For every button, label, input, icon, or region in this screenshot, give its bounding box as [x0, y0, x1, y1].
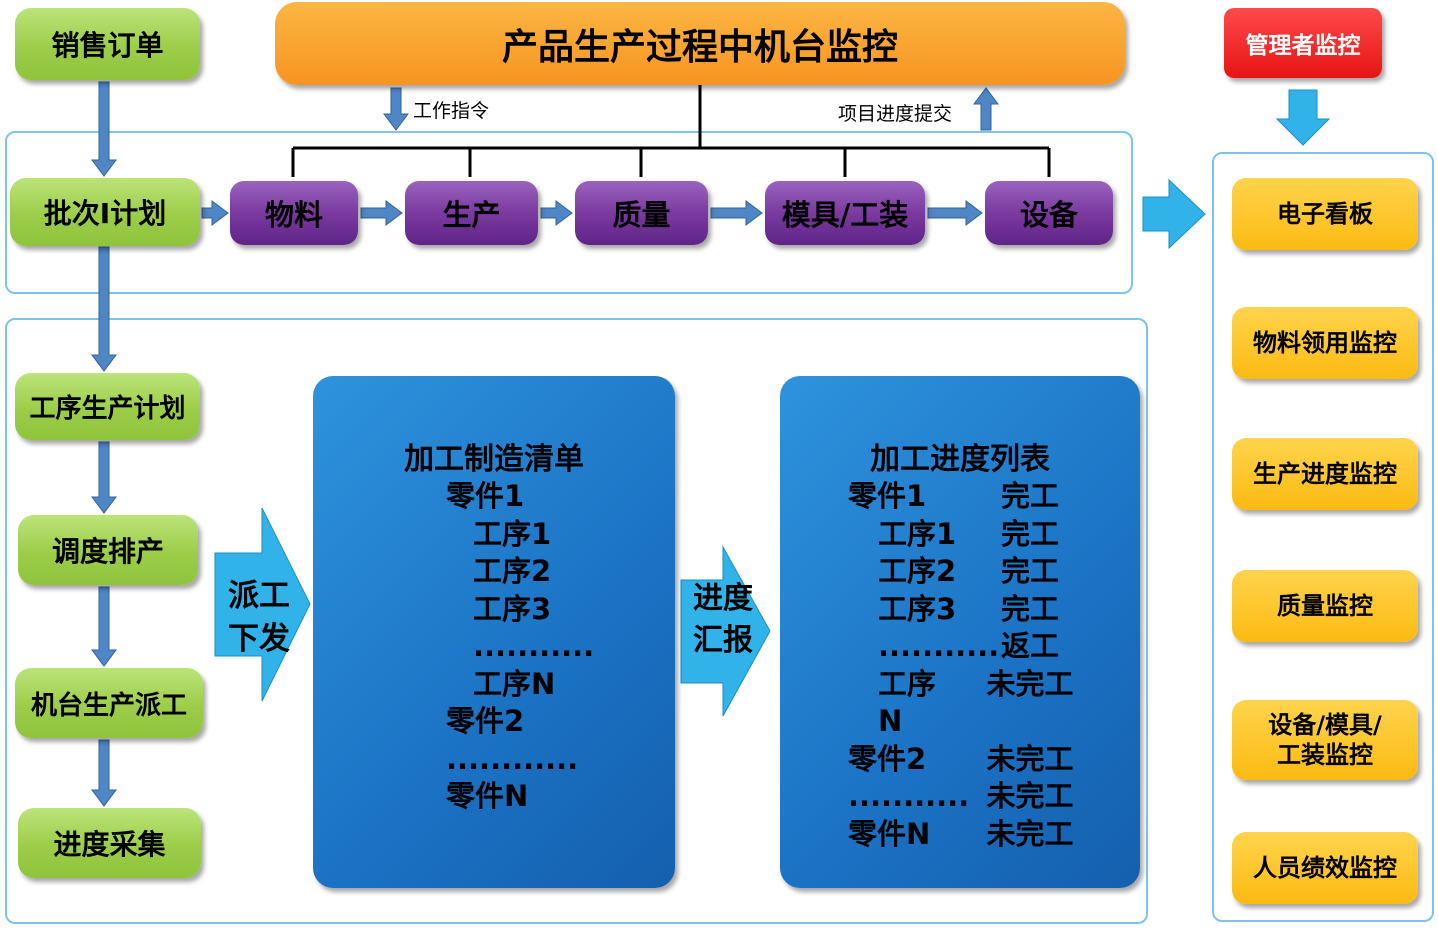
batch-plan-box: 批次I计划: [10, 178, 200, 246]
progress-part-name: 零件N: [848, 816, 931, 851]
progress-row: 零件1 完工: [780, 478, 1140, 516]
progress-part-name: 零件2: [848, 741, 927, 776]
progress-submit-label: 项目进度提交: [838, 103, 953, 125]
progress-status: 完工: [1000, 591, 1059, 626]
monitor-item-material: 物料领用监控: [1232, 307, 1418, 379]
quality-box: 质量: [575, 181, 708, 245]
mfg-item: 工序N: [473, 666, 556, 701]
arrow-batch-to-material: [201, 200, 229, 226]
monitor-panel-container: [1212, 152, 1434, 922]
arrow-mold-to-equipment: [927, 200, 983, 226]
mfg-item: 零件2: [446, 704, 525, 738]
big-arrow-manager-down: [1275, 89, 1331, 146]
big-arrow-dispatch-issue: [214, 507, 311, 702]
progress-status: 未完工: [986, 666, 1074, 701]
progress-row: 工序3 完工: [780, 591, 1140, 629]
progress-part-name: 工序N: [878, 666, 937, 739]
arrow-material-to-production: [360, 200, 403, 226]
tree-connector-line: [291, 85, 1051, 177]
main-title-box: 产品生产过程中机台监控: [275, 2, 1125, 85]
mfg-item: ...........: [473, 629, 595, 663]
manufacturing-list-box: 加工制造清单 零件1 工序1 工序2 工序3 ........... 工序N 零…: [313, 376, 675, 888]
mfg-item: 零件1: [446, 479, 525, 513]
work-instruction-label: 工作指令: [413, 100, 490, 122]
monitor-item-production-progress: 生产进度监控: [1232, 438, 1418, 510]
mfg-item: 工序1: [473, 516, 552, 551]
production-box: 生产: [405, 181, 538, 245]
big-arrow-to-monitor-panel: [1142, 178, 1206, 250]
progress-list-box: 加工进度列表 零件1 完工 工序1 完工 工序2 完工 工序3 完工 .....…: [780, 376, 1140, 888]
progress-part-name: 工序1: [878, 516, 957, 551]
sales-order-box: 销售订单: [15, 8, 200, 80]
mold-tooling-box: 模具/工装: [765, 181, 925, 245]
arrow-quality-to-mold: [710, 200, 763, 226]
manager-monitor-box: 管理者监控: [1224, 8, 1382, 78]
progress-status: 未完工: [986, 741, 1074, 776]
arrow-batch-to-process-plan: [91, 246, 117, 372]
machine-dispatch-box: 机台生产派工: [15, 668, 203, 738]
progress-status: 返工: [1000, 629, 1059, 663]
arrow-process-to-scheduling: [91, 441, 117, 514]
equipment-box: 设备: [985, 181, 1113, 245]
manufacturing-list-title: 加工制造清单: [404, 442, 584, 477]
progress-status: 完工: [1000, 554, 1059, 588]
progress-collect-box: 进度采集: [18, 808, 201, 878]
progress-row: 工序N 未完工: [780, 666, 1140, 741]
progress-status: 完工: [1000, 516, 1059, 551]
progress-status: 未完工: [986, 779, 1074, 813]
progress-report-arrow-label: 进度 汇报: [693, 581, 753, 658]
progress-row: 工序2 完工: [780, 553, 1140, 591]
progress-list-title: 加工进度列表: [870, 442, 1050, 477]
monitor-item-quality: 质量监控: [1232, 570, 1418, 642]
progress-row: ........... 未完工: [780, 778, 1140, 816]
progress-part-name: ...........: [848, 779, 970, 813]
monitor-item-kanban: 电子看板: [1232, 178, 1418, 250]
progress-row: 零件2 未完工: [780, 741, 1140, 779]
arrow-progress-submit-up: [973, 87, 999, 131]
mfg-item: ............: [446, 741, 579, 776]
monitor-item-performance: 人员绩效监控: [1232, 832, 1418, 904]
material-box: 物料: [230, 181, 358, 245]
arrow-sales-to-batch: [91, 81, 117, 177]
progress-part-name: 零件1: [848, 479, 927, 513]
progress-row: 工序1 完工: [780, 516, 1140, 554]
progress-part-name: 工序2: [878, 554, 957, 588]
mfg-item: 零件N: [446, 779, 529, 813]
mfg-item: 工序3: [473, 591, 552, 626]
arrow-production-to-quality: [540, 200, 573, 226]
process-plan-box: 工序生产计划: [15, 373, 200, 440]
arrow-scheduling-to-dispatch: [91, 586, 117, 667]
dispatch-arrow-label: 派工 下发: [228, 578, 290, 658]
progress-status: 完工: [1000, 479, 1059, 513]
progress-status: 未完工: [986, 816, 1074, 851]
monitor-item-equipment-mold: 设备/模具/ 工装监控: [1232, 700, 1418, 780]
progress-part-name: 工序3: [878, 591, 957, 626]
arrow-dispatch-to-collect: [91, 739, 117, 807]
progress-part-name: ...........: [878, 629, 1000, 663]
scheduling-box: 调度排产: [18, 515, 198, 585]
arrow-work-instruction-down: [383, 87, 409, 131]
progress-row: 零件N 未完工: [780, 816, 1140, 854]
mfg-item: 工序2: [473, 554, 552, 588]
big-arrow-progress-report: [680, 545, 771, 717]
progress-row: ........... 返工: [780, 628, 1140, 666]
